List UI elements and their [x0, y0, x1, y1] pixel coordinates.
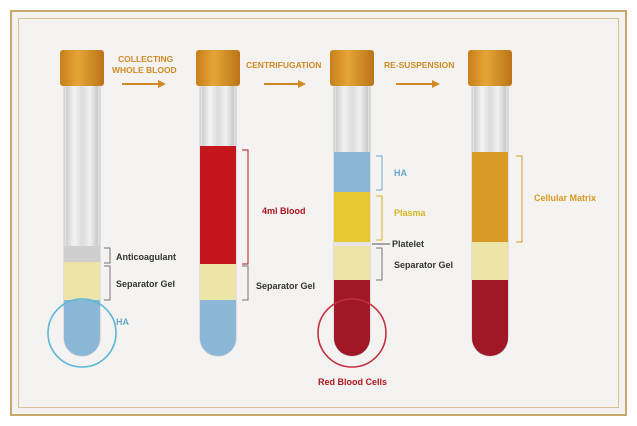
- ha-highlight-circle: [47, 298, 117, 368]
- label-ha-3: HA: [394, 168, 407, 178]
- label-separator-gel-1: Separator Gel: [116, 279, 175, 289]
- bracket-cellular-matrix: [516, 155, 523, 243]
- arrow-1: [122, 80, 166, 88]
- bracket-anticoagulant: [104, 247, 111, 264]
- tube-1-collecting: [47, 50, 117, 368]
- label-plasma: Plasma: [394, 208, 427, 218]
- label-4ml-blood: 4ml Blood: [262, 206, 306, 216]
- tube-4-matrix-layer: [472, 152, 508, 244]
- label-ha-1: HA: [116, 317, 129, 327]
- tube-2-ha-layer: [200, 300, 236, 356]
- tube-3-separated: [317, 50, 387, 368]
- step-collecting-line1: COLLECTING: [118, 54, 174, 64]
- step-resuspension: RE-SUSPENSION: [384, 60, 454, 70]
- arrow-3: [396, 80, 440, 88]
- tube-1-glass-shine: [66, 68, 98, 258]
- bracket-separator-gel-1: [104, 265, 111, 301]
- tube-2-gel-layer: [200, 264, 236, 302]
- tube-1-ha-layer: [64, 300, 100, 356]
- tube-2-centrifugation: [196, 50, 240, 357]
- label-red-blood-cells: Red Blood Cells: [318, 377, 387, 387]
- tube-4-cap: [468, 50, 512, 86]
- bracket-separator-gel-3: [376, 247, 383, 281]
- diagram-inner-border: [18, 18, 619, 408]
- tube-2-cap: [196, 50, 240, 86]
- tube-3-cap: [330, 50, 374, 86]
- tube-4-rbc-layer: [472, 280, 508, 356]
- tube-4-gel-layer: [472, 242, 508, 282]
- tube-4-resuspended: [468, 50, 512, 357]
- rbc-highlight-circle: [317, 298, 387, 368]
- tube-3-gel-layer: [334, 246, 370, 282]
- tube-1-gel-layer: [64, 262, 100, 302]
- tube-3-ha-layer: [334, 152, 370, 194]
- tube-1-cap: [60, 50, 104, 86]
- label-platelet: Platelet: [392, 239, 424, 249]
- arrow-2: [264, 80, 306, 88]
- label-anticoagulant: Anticoagulant: [116, 252, 176, 262]
- tube-3-rbc-layer: [334, 280, 370, 356]
- bracket-ha-3: [376, 155, 383, 191]
- tube-3-plasma-layer: [334, 192, 370, 244]
- tube-2-blood-layer: [200, 146, 236, 266]
- label-cellular-matrix: Cellular Matrix: [534, 193, 596, 203]
- step-centrifugation: CENTRIFUGATION: [246, 60, 321, 70]
- label-separator-gel-3: Separator Gel: [394, 260, 453, 270]
- tube-3-platelet-layer: [334, 242, 370, 246]
- bracket-blood: [242, 149, 249, 265]
- tube-1-anticoagulant-layer: [64, 246, 100, 264]
- bracket-plasma: [376, 195, 383, 241]
- label-separator-gel-2: Separator Gel: [256, 281, 315, 291]
- bracket-separator-gel-2: [242, 265, 249, 301]
- step-collecting-line2: WHOLE BLOOD: [112, 65, 177, 75]
